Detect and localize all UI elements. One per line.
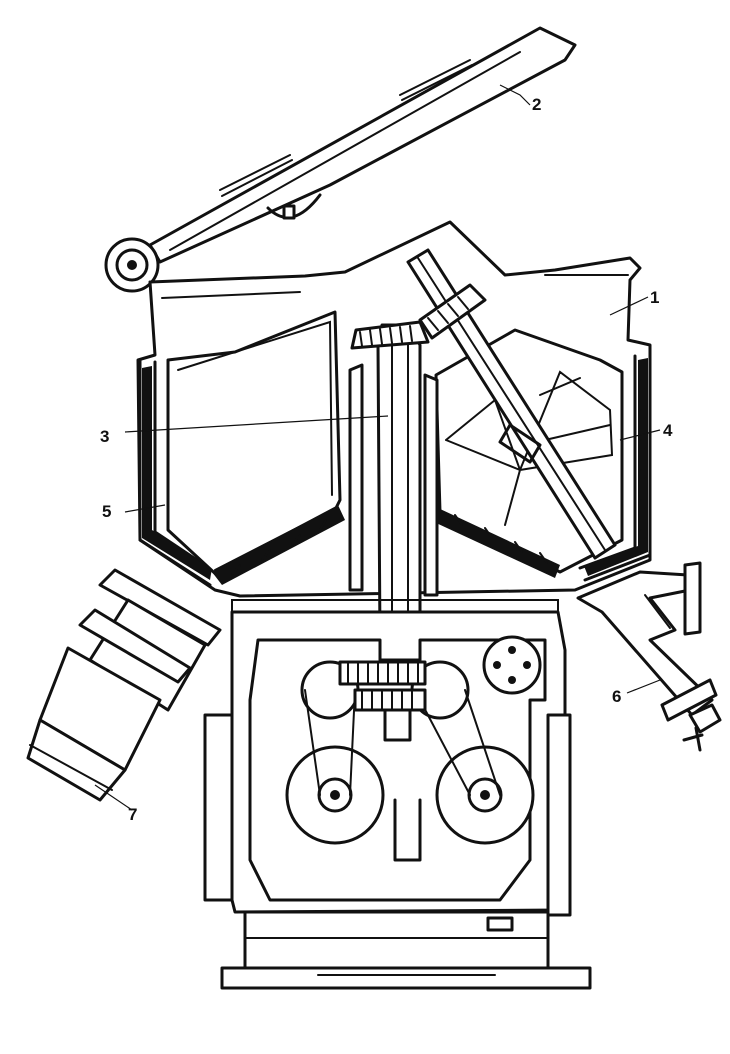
lid-hinge	[104, 237, 160, 293]
callout-2: 2	[532, 95, 541, 114]
callout-3: 3	[100, 427, 109, 446]
drive-pulleys	[285, 660, 535, 862]
feed-motor	[26, 568, 222, 802]
machine-base	[220, 910, 592, 990]
callout-4: 4	[663, 421, 673, 440]
hinged-lid	[148, 26, 577, 264]
callout-1: 1	[650, 288, 659, 307]
basket-walls	[138, 348, 652, 587]
bolt-flange	[482, 635, 542, 695]
callout-5: 5	[102, 502, 111, 521]
leader-lines	[94, 84, 661, 811]
callout-6: 6	[612, 687, 621, 706]
discharge-pipe	[576, 561, 722, 752]
left-basket-chamber	[166, 310, 345, 585]
callout-7: 7	[128, 805, 137, 824]
